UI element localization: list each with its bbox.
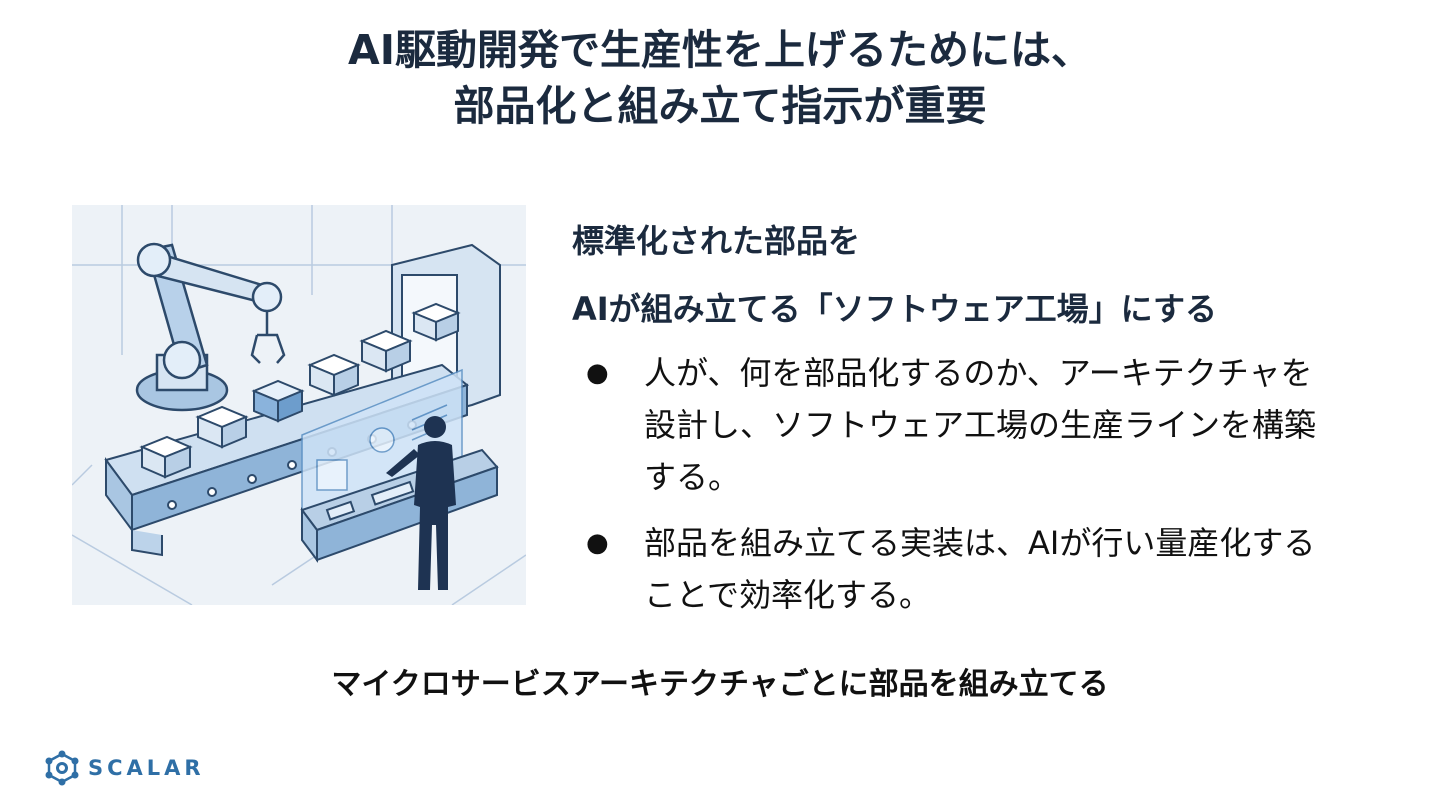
content-heading-2: AIが組み立てる「ソフトウェア工場」にする	[572, 290, 1217, 328]
footer-caption: マイクロサービスアーキテクチャごとに部品を組み立てる	[331, 667, 1109, 702]
bullet-text: 人が、何を部品化するのか、アーキテクチャを設計し、ソフトウェア工場の生産ラインを…	[644, 354, 1317, 496]
content-heading-1: 標準化された部品を	[572, 222, 861, 260]
scalar-logo-icon	[45, 750, 79, 786]
slide-title-line1: AI駆動開発で生産性を上げるためには、	[348, 26, 1092, 74]
factory-illustration-svg	[72, 205, 526, 605]
factory-illustration	[72, 205, 526, 605]
bullet-marker: ●	[586, 358, 609, 388]
bullet-list: ● 人が、何を部品化するのか、アーキテクチャを設計し、ソフトウェア工場の生産ライ…	[572, 347, 1392, 621]
slide-title-line2: 部品化と組み立て指示が重要	[453, 82, 987, 130]
content-area: 標準化された部品を AIが組み立てる「ソフトウェア工場」にする ● 人が、何を部…	[572, 215, 1392, 635]
scalar-logo: SCALAR	[44, 748, 205, 788]
scalar-logo-text: SCALAR	[88, 756, 205, 780]
bullet-text: 部品を組み立てる実装は、AIが行い量産化することで効率化する。	[644, 524, 1316, 614]
bullet-marker: ●	[586, 528, 609, 558]
bullet-item-1: ● 人が、何を部品化するのか、アーキテクチャを設計し、ソフトウェア工場の生産ライ…	[572, 347, 1334, 503]
bullet-item-2: ● 部品を組み立てる実装は、AIが行い量産化することで効率化する。	[572, 517, 1334, 621]
slide-title: AI駆動開発で生産性を上げるためには、 部品化と組み立て指示が重要	[0, 22, 1440, 134]
person-silhouette	[386, 416, 456, 590]
